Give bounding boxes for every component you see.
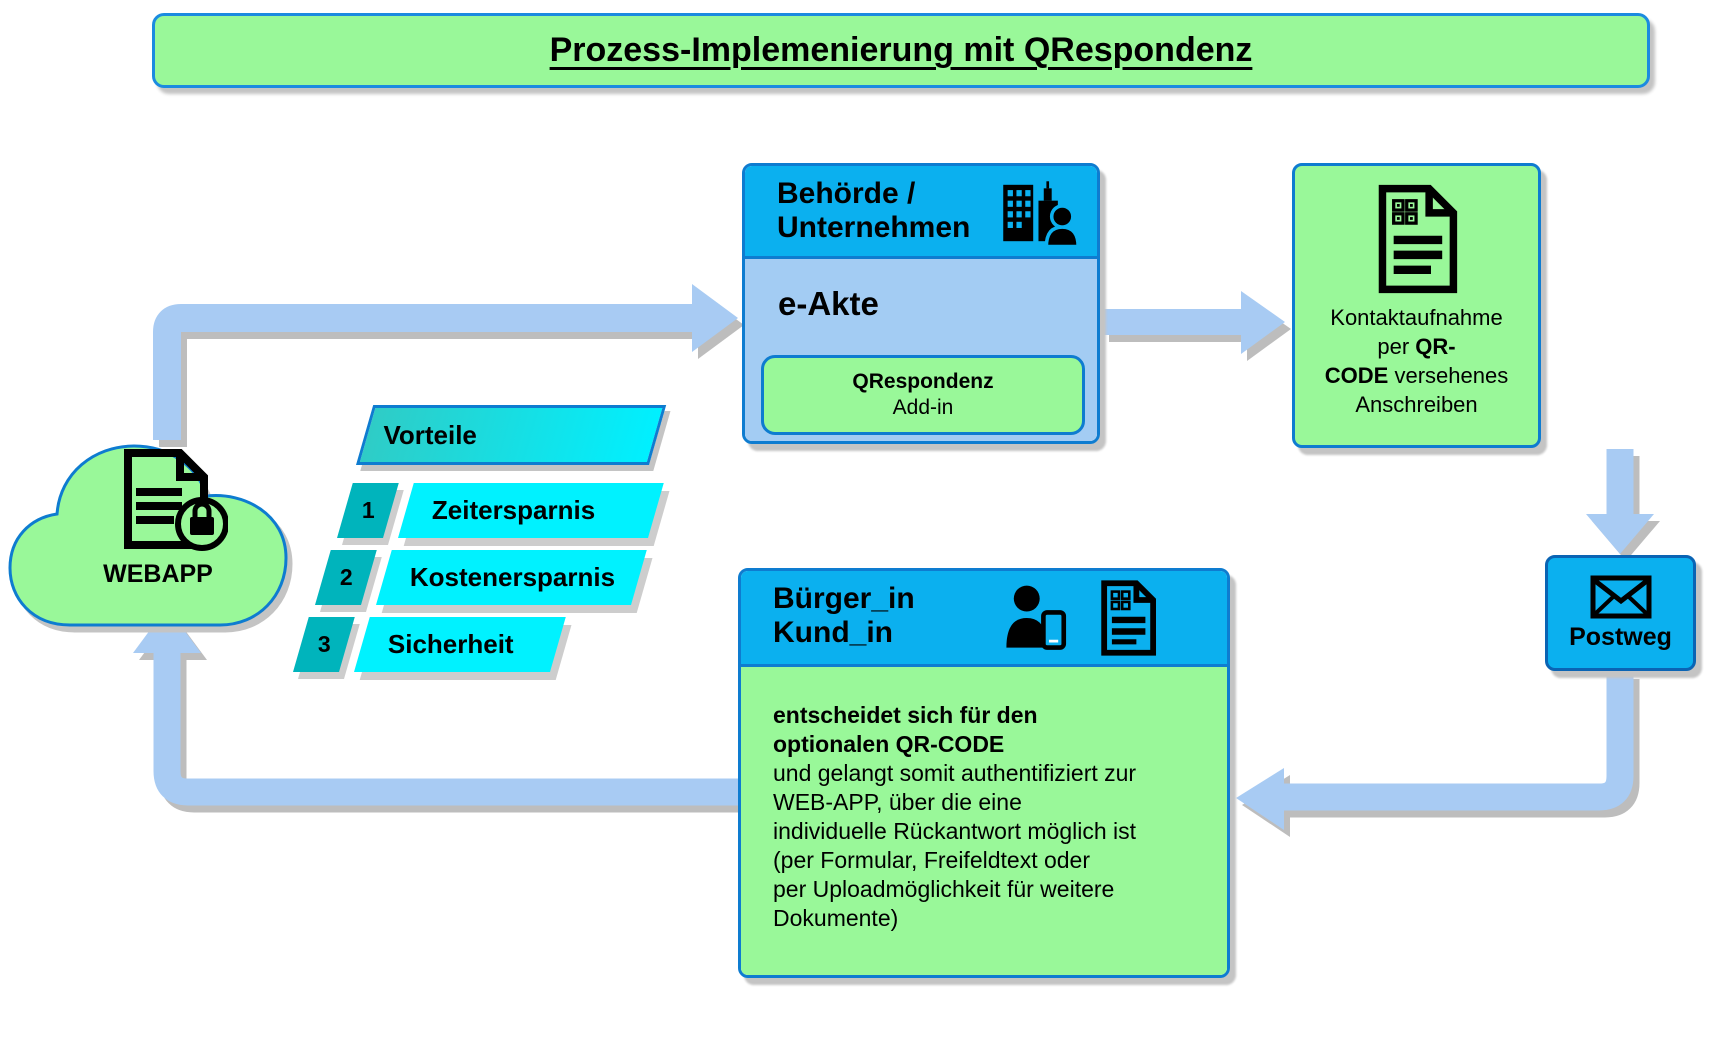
e-akte-label: e-Akte <box>778 285 879 322</box>
addin-name: QRespondenz <box>852 370 994 393</box>
secure-document-icon <box>124 449 228 551</box>
webapp-label: WEBAPP <box>103 560 213 588</box>
postweg-label: Postweg <box>1569 622 1672 651</box>
behoerde-body: e-Akte QRespondenz Add-in <box>745 259 1097 441</box>
arrow-behoerde-to-kontakt <box>1103 291 1285 354</box>
building-person-icon <box>1003 181 1080 249</box>
vorteile-title: Vorteile <box>383 419 478 450</box>
behoerde-header: Behörde / Unternehmen <box>745 166 1097 259</box>
vorteile-label-3: Sicherheit <box>354 617 566 672</box>
arrow-postweg-to-buerger <box>1236 672 1634 830</box>
arrow-webapp-to-behoerde <box>153 284 738 440</box>
webapp-cloud: WEBAPP <box>2 408 294 652</box>
behoerde-title: Behörde / Unternehmen <box>777 177 971 244</box>
vorteile-label-1: Zeitersparnis <box>398 483 664 538</box>
page-title-banner: Prozess-Implemenierung mit QRespondenz <box>152 13 1650 88</box>
arrow-buerger-to-webapp <box>133 607 740 806</box>
buerger-title: Bürger_in Kund_in <box>773 582 915 649</box>
postweg-box: Postweg <box>1545 555 1696 671</box>
buerger-box: Bürger_in Kund_in entscheidet sich <box>738 568 1230 978</box>
qr-letter-icon <box>1378 184 1457 294</box>
buerger-regular-text: und gelangt somit authentifiziert zur WE… <box>773 760 1137 931</box>
page-title: Prozess-Implemenierung mit QRespondenz <box>549 31 1253 69</box>
qrespondenz-addin-box: QRespondenz Add-in <box>761 355 1085 435</box>
cloud-shape <box>8 444 288 627</box>
buerger-bold-text: entscheidet sich für den optionalen QR-C… <box>773 702 1038 757</box>
kontakt-text: Kontaktaufnahme per QR- CODE versehenes … <box>1324 305 1509 417</box>
behoerde-box: Behörde / Unternehmen e-Akte QResponden <box>742 163 1100 444</box>
buerger-body: entscheidet sich für den optionalen QR-C… <box>741 667 1227 975</box>
vorteile-header: Vorteile <box>356 405 667 465</box>
envelope-icon <box>1590 575 1651 618</box>
kontakt-box: Kontaktaufnahme per QR- CODE versehenes … <box>1292 163 1541 448</box>
vorteile-label-2: Kostenersparnis <box>376 550 647 605</box>
arrow-kontakt-to-postweg <box>1586 449 1654 554</box>
qr-letter-small-icon <box>1101 580 1157 656</box>
addin-type: Add-in <box>892 396 954 419</box>
person-phone-icon <box>1006 585 1067 650</box>
buerger-header: Bürger_in Kund_in <box>741 571 1227 667</box>
